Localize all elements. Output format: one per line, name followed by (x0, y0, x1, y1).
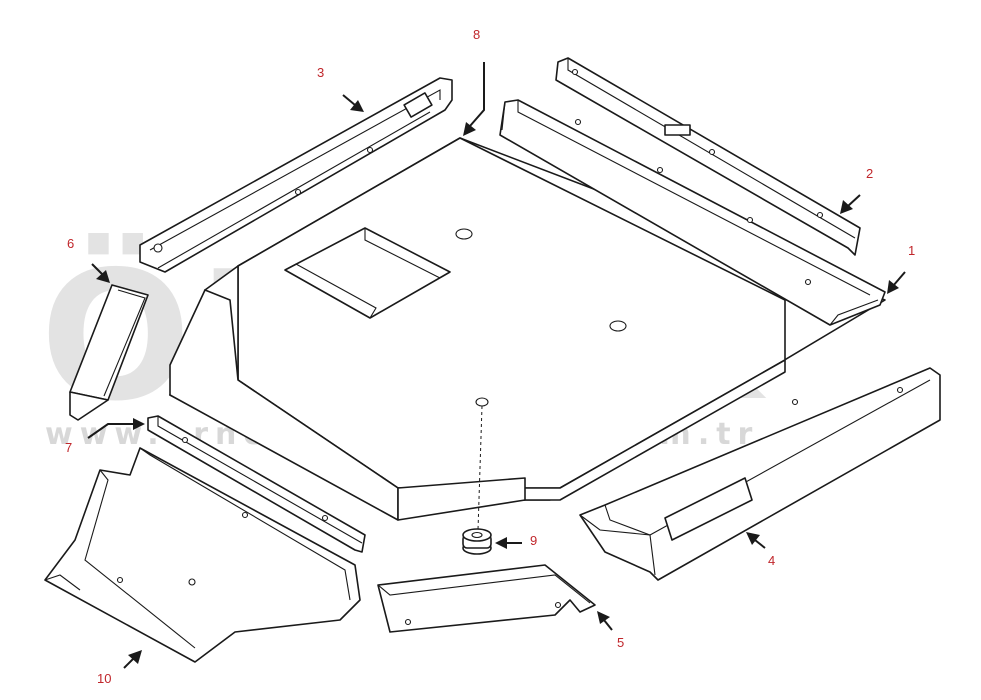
callout-3: 3 (317, 65, 324, 80)
part-8-main-platform[interactable] (169, 137, 886, 531)
callout-1: 1 (908, 243, 915, 258)
part-6-wedge-bracket[interactable] (69, 284, 149, 421)
part-5-front-tray[interactable] (377, 564, 596, 633)
leader-arrows (87, 62, 906, 669)
part-3-left-rail[interactable] (139, 77, 453, 273)
callout-9: 9 (530, 533, 537, 548)
part-7-front-rail[interactable] (147, 415, 366, 553)
part-4-side-channel[interactable] (579, 367, 941, 581)
callout-6: 6 (67, 236, 74, 251)
callout-labels: 1 2 3 4 5 6 7 8 9 10 (65, 27, 915, 686)
callout-2: 2 (866, 166, 873, 181)
callout-4: 4 (768, 553, 775, 568)
part-2-rear-rail[interactable] (555, 57, 861, 256)
callout-5: 5 (617, 635, 624, 650)
part-10-front-channel[interactable] (44, 447, 361, 663)
part-9-grommet[interactable] (462, 528, 492, 555)
part-1-rear-channel[interactable] (499, 99, 886, 326)
callout-10: 10 (97, 671, 111, 686)
callout-8: 8 (473, 27, 480, 42)
callout-7: 7 (65, 440, 72, 455)
